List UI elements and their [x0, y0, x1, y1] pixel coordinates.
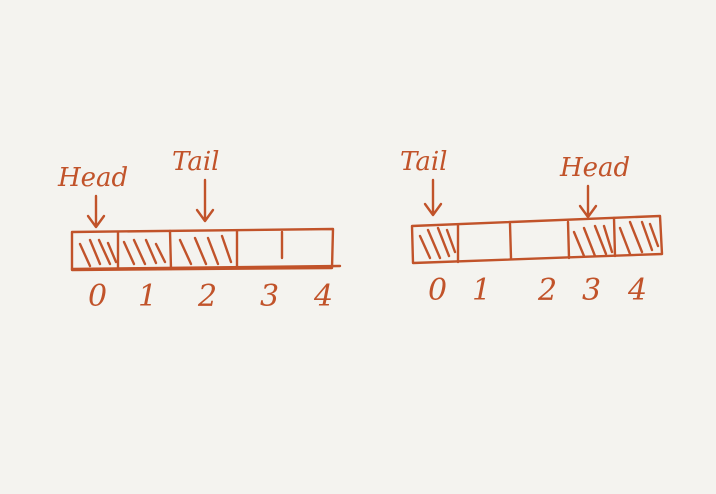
slot-divider: [508, 222, 513, 260]
tail-label: Tail: [400, 147, 447, 177]
index-label-2: 2: [197, 279, 217, 314]
filled-slot-3: [572, 224, 614, 258]
filled-slot-1: [122, 238, 167, 266]
index-label-0: 0: [428, 273, 447, 308]
index-label-3: 3: [260, 279, 279, 314]
index-label-2: 2: [537, 273, 557, 308]
head-label: Head: [559, 153, 630, 183]
queue-diagram-right: Tail Head 0 1 2 3 4: [400, 147, 664, 308]
array-outline: [70, 227, 335, 272]
slot-divider: [168, 229, 173, 271]
index-label-0: 0: [88, 279, 107, 314]
index-label-4: 4: [313, 279, 333, 314]
index-label-4: 4: [627, 273, 647, 308]
tail-arrow: [423, 178, 443, 217]
filled-slot-2: [178, 234, 233, 266]
filled-slot-0: [418, 226, 457, 260]
tail-label: Tail: [172, 147, 219, 177]
tail-arrow: [195, 178, 215, 223]
filled-slot-4: [618, 220, 660, 256]
index-label-1: 1: [472, 273, 491, 308]
filled-slot-0: [78, 238, 118, 268]
slot-divider: [612, 216, 617, 258]
index-label-3: 3: [582, 273, 601, 308]
head-arrow: [86, 194, 106, 229]
head-label: Head: [57, 163, 128, 193]
array-outline: [410, 214, 664, 265]
slot-divider: [566, 220, 571, 260]
head-arrow: [578, 184, 598, 219]
index-label-1: 1: [138, 279, 157, 314]
array-baseline: [70, 264, 342, 271]
queue-diagram-left: Head Tail 0 1 2 3 4: [57, 147, 342, 314]
